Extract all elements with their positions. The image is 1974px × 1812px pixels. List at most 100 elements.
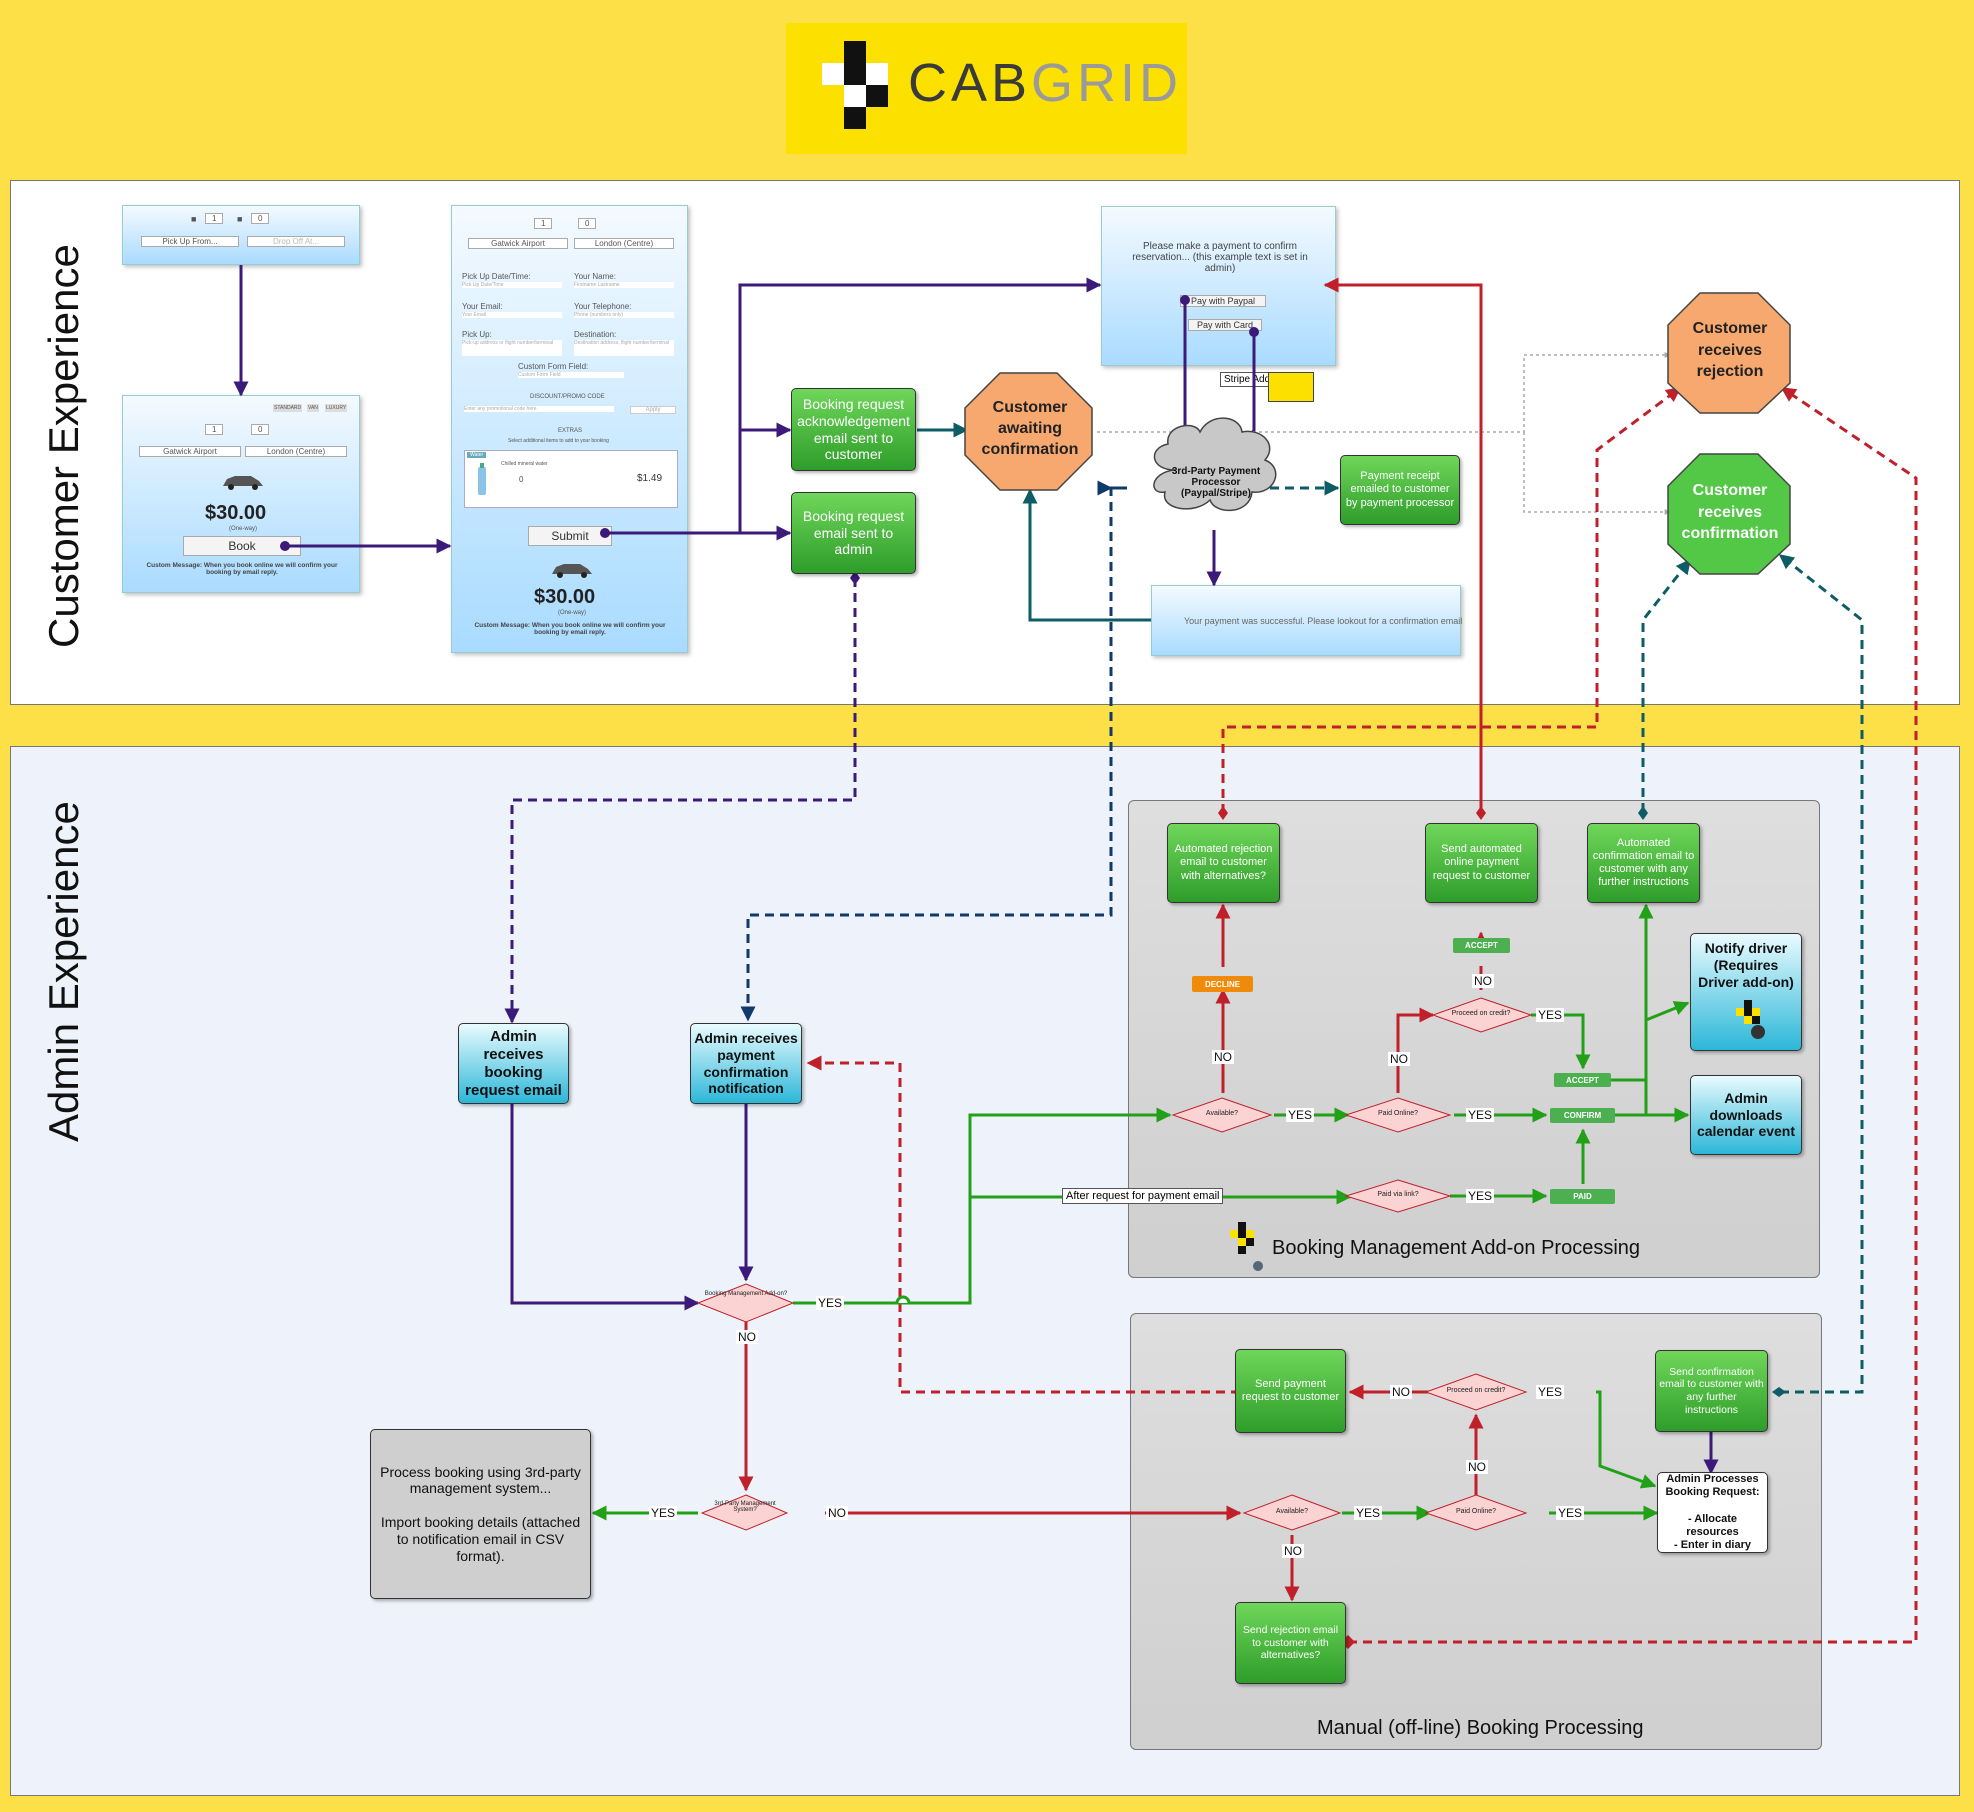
- bags-field[interactable]: 0: [251, 213, 270, 224]
- name-input[interactable]: Firstname Lastname: [574, 282, 674, 288]
- form-message: Custom Message: When you book online we …: [474, 622, 666, 636]
- teal-diamond: [1638, 806, 1648, 820]
- decision-available-1: Available?: [1205, 1110, 1239, 1117]
- processor-cloud: [1153, 417, 1277, 512]
- field-label-email: Your Email:: [462, 302, 503, 311]
- dropoff-select[interactable]: Drop Off At...: [247, 236, 345, 247]
- purple-dots: [280, 295, 1259, 551]
- dropoff-select[interactable]: London (Centre): [245, 446, 347, 457]
- field-label-destination: Destination:: [574, 330, 617, 339]
- bags-field[interactable]: 0: [578, 218, 597, 229]
- email-input[interactable]: Your Email: [462, 312, 562, 318]
- auto-confirm-node: Automated confirmation email to customer…: [1587, 823, 1700, 903]
- jump-arc: [895, 1295, 911, 1304]
- screen-quote: STANDARD VAN LUXURY 1 0 Gatwick Airport …: [122, 395, 360, 593]
- bags-icon: ■: [237, 214, 243, 224]
- destination-input[interactable]: Destination address, flight number/termi…: [574, 340, 674, 356]
- green-flows: [591, 903, 1690, 1521]
- payment-request-text: Please make a payment to confirm reserva…: [1132, 241, 1308, 274]
- octagon-confirmation: [1667, 453, 1791, 575]
- label-yes-credit-2: YES: [1536, 1385, 1565, 1399]
- label-yes-available: YES: [1286, 1108, 1315, 1122]
- pax-field[interactable]: 1: [205, 213, 224, 224]
- extras-sublabel: Select additional items to add to your b…: [508, 438, 609, 444]
- bags-field[interactable]: 0: [251, 424, 270, 435]
- paid-tag: PAID: [1550, 1189, 1615, 1204]
- decision-credit-2: Proceed on credit?: [1446, 1387, 1506, 1394]
- third-party-process-node: Process booking using 3rd-party manageme…: [370, 1429, 591, 1599]
- form-oneway: (One-way): [558, 610, 587, 616]
- pax-field[interactable]: 1: [205, 424, 224, 435]
- tab-luxury[interactable]: LUXURY: [325, 404, 348, 412]
- car-icon: [552, 564, 592, 578]
- tab-standard[interactable]: STANDARD: [273, 404, 303, 412]
- phone-input[interactable]: Phone (numbers only): [574, 312, 674, 318]
- purple-diamond: [850, 571, 860, 585]
- datetime-input[interactable]: Pick Up Date/Time: [462, 282, 562, 288]
- label-no-available-2: NO: [1282, 1544, 1304, 1558]
- manual-panel-title: Manual (off-line) Booking Processing: [1317, 1717, 1644, 1739]
- teal-dashed-flows: [1270, 480, 1864, 1394]
- decision-diamonds: [696, 997, 1533, 1531]
- purple-flows: [233, 265, 1719, 1475]
- field-label-phone: Your Telephone:: [574, 302, 632, 311]
- confirm-tag: CONFIRM: [1550, 1108, 1615, 1123]
- pickup-select[interactable]: Gatwick Airport: [139, 446, 241, 457]
- admin-payment-node: Admin receives payment confirmation noti…: [690, 1023, 802, 1104]
- receipt-node: Payment receipt emailed to customer by p…: [1340, 455, 1460, 525]
- submit-button[interactable]: Submit: [528, 526, 612, 546]
- quote-oneway: (One-way): [229, 526, 258, 532]
- pay-paypal-button[interactable]: Pay with Paypal: [1180, 295, 1266, 307]
- water-bottle-icon: [478, 463, 486, 495]
- label-no-paid-online-2: NO: [1466, 1460, 1488, 1474]
- custom-field-input[interactable]: Custom Form Field: [518, 372, 624, 378]
- pickup-select[interactable]: Pick Up From...: [141, 236, 239, 247]
- rejection-label: Customer receives rejection: [1692, 320, 1768, 381]
- book-button[interactable]: Book: [183, 536, 301, 556]
- screen-payment-success: Your payment was successful. Please look…: [1151, 585, 1462, 656]
- dropoff-select[interactable]: London (Centre): [574, 238, 674, 249]
- logo-icon: [822, 41, 888, 129]
- extra-item-name: Chilled mineral water: [501, 461, 548, 467]
- pax-icon: ■: [191, 214, 197, 224]
- octagon-awaiting: [964, 372, 1093, 491]
- pay-card-button[interactable]: Pay with Card: [1188, 319, 1262, 331]
- decision-third-party: 3rd-Party Management System?: [714, 1501, 776, 1513]
- field-label-name: Your Name:: [574, 272, 616, 281]
- pickup-select[interactable]: Gatwick Airport: [468, 238, 568, 249]
- driver-addon-icon: [1736, 1000, 1765, 1039]
- auto-payment-node: Send automated online payment request to…: [1425, 823, 1538, 903]
- field-label-custom: Custom Form Field:: [518, 362, 589, 371]
- awaiting-label: Customer awaiting confirmation: [981, 399, 1079, 458]
- apply-button[interactable]: Apply: [630, 406, 676, 414]
- extra-item-card: Water Chilled mineral water 0 $1.49: [464, 450, 678, 508]
- extra-item-tag: Water: [467, 452, 487, 458]
- pax-field[interactable]: 1: [534, 218, 553, 229]
- tab-van[interactable]: VAN: [307, 404, 319, 412]
- quote-message: Custom Message: When you book online we …: [146, 562, 338, 576]
- extra-item-price: $1.49: [637, 473, 663, 484]
- logo-text-a: CAB: [908, 53, 1032, 113]
- teal-diamond-2: [1772, 1387, 1786, 1397]
- logo-text-b: GRID: [1031, 53, 1183, 113]
- pickup-address-input[interactable]: Pick-up address or flight number/termina…: [462, 340, 562, 356]
- send-confirm-node: Send confirmation email to customer with…: [1655, 1350, 1768, 1432]
- extra-item-qty[interactable]: 0: [519, 475, 524, 484]
- label-no-available: NO: [1212, 1050, 1234, 1064]
- quote-price: $30.00: [205, 502, 267, 524]
- navy-dashed-flow: [740, 486, 1127, 1022]
- label-yes-paid-link: YES: [1466, 1189, 1495, 1203]
- auto-reject-node: Automated rejection email to customer wi…: [1167, 823, 1280, 903]
- form-price: $30.00: [534, 586, 596, 608]
- decline-tag: DECLINE: [1192, 976, 1253, 992]
- logo: [786, 23, 1187, 154]
- label-no-credit: NO: [1472, 974, 1494, 988]
- screen-payment-request: Please make a payment to confirm reserva…: [1101, 206, 1336, 366]
- send-reject-node: Send rejection email to customer with al…: [1235, 1602, 1346, 1684]
- promo-input[interactable]: Enter any promotional code here: [464, 406, 614, 412]
- decision-credit-1: Proceed on credit?: [1451, 1010, 1511, 1017]
- label-yes-paid-online: YES: [1466, 1108, 1495, 1122]
- accept-tag-2: ACCEPT: [1554, 1073, 1611, 1087]
- decision-available-2: Available?: [1275, 1508, 1309, 1515]
- car-icon: [223, 476, 263, 490]
